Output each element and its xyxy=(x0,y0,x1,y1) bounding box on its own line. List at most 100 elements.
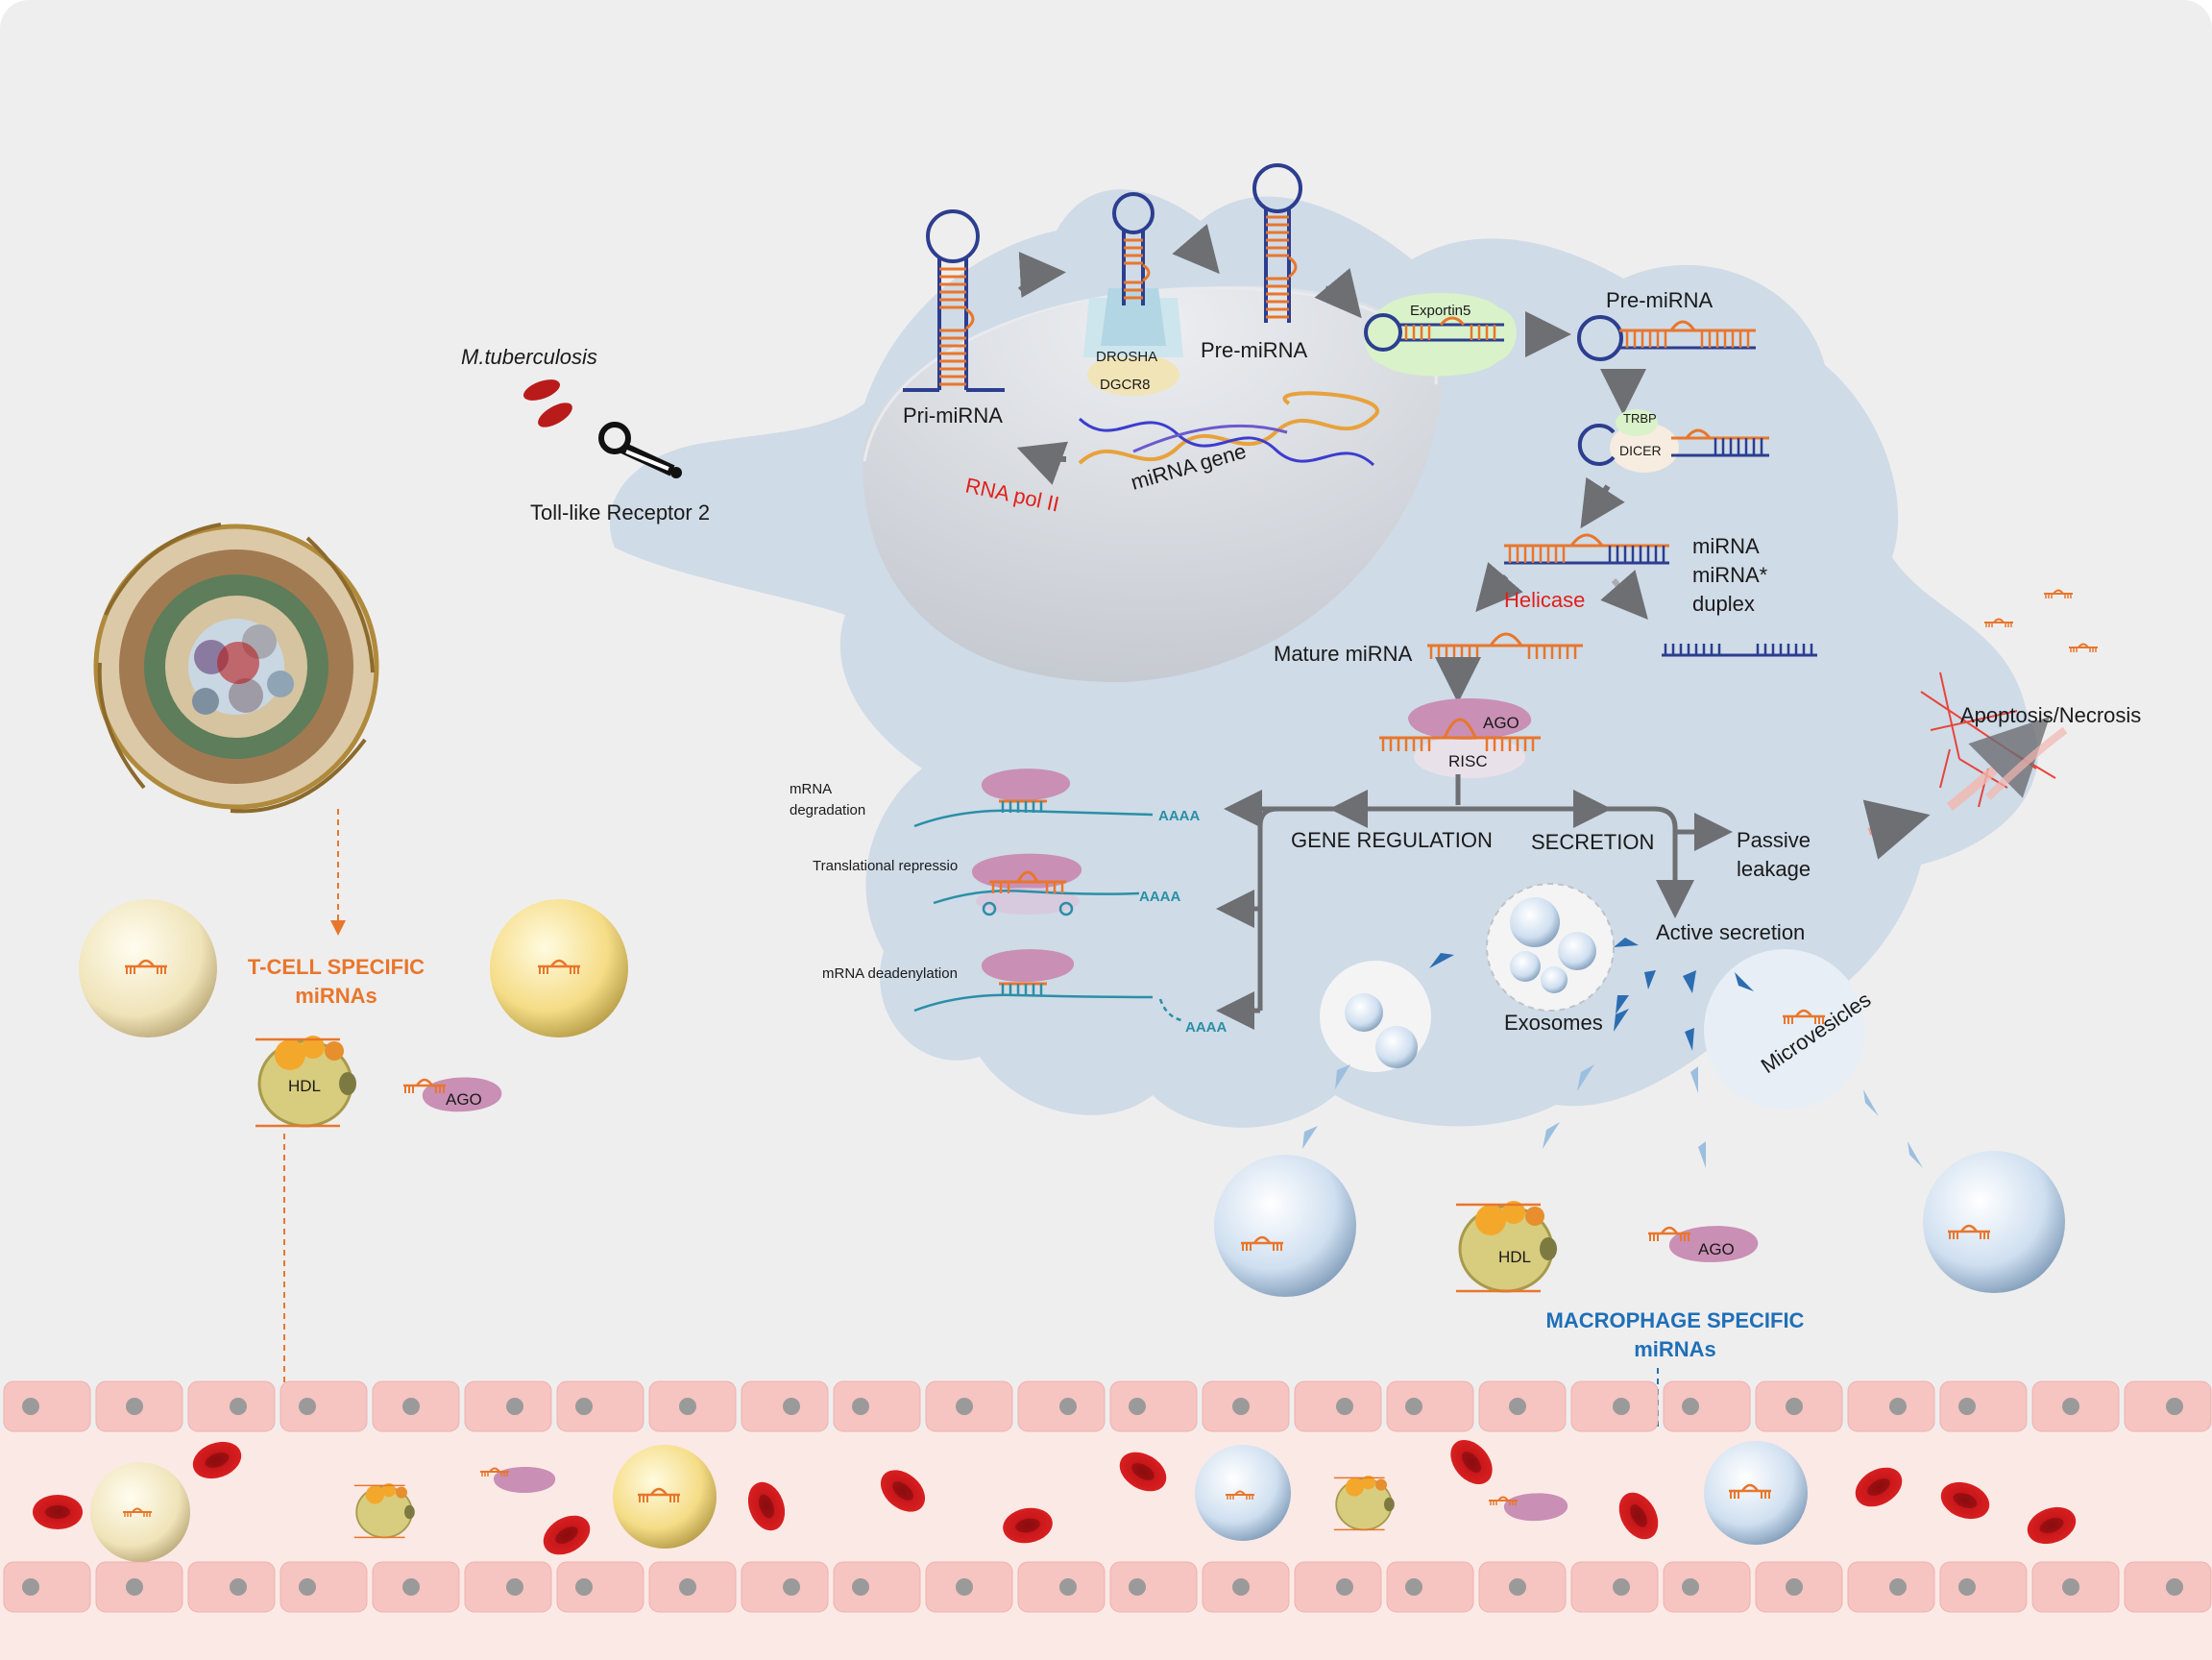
regulation-pathway-arrows xyxy=(1216,774,1733,1030)
endothelium-bottom-nucleus xyxy=(575,1578,593,1596)
duplex-label-3: duplex xyxy=(1692,592,1755,616)
circulating-ago-1 xyxy=(479,1466,556,1494)
endothelium-top-nucleus xyxy=(956,1398,973,1415)
endothelium-bottom-nucleus xyxy=(2166,1578,2183,1596)
translational-repression-illustration xyxy=(933,853,1140,916)
arrow-duplex-to-mature xyxy=(1475,562,1523,613)
ago-bottom xyxy=(1646,1226,1759,1262)
endothelium-top-nucleus xyxy=(575,1398,593,1415)
microvesicle-release xyxy=(1704,949,1865,1111)
endothelium-bottom-cell xyxy=(833,1561,921,1613)
arrow-passive-to-apoptosis xyxy=(1862,799,1931,860)
endothelium-bottom-nucleus xyxy=(679,1578,696,1596)
arrow-dicer-to-duplex xyxy=(1580,476,1625,529)
endothelium-bottom-nucleus xyxy=(1958,1578,1976,1596)
pre-mirna-nucleus-label: Pre-miRNA xyxy=(1201,338,1308,362)
macrophage-specific-title-2: miRNAs xyxy=(1634,1337,1716,1361)
polya-tail-2: AAAA xyxy=(1139,889,1180,905)
polya-tail-1: AAAA xyxy=(1158,808,1200,824)
duplex-label-2: miRNA* xyxy=(1692,563,1768,587)
duplex-label-1: miRNA xyxy=(1692,534,1760,558)
arrow-duplex-to-passenger xyxy=(1600,570,1648,621)
endothelium-top-nucleus xyxy=(852,1398,869,1415)
exosome-release xyxy=(1320,961,1431,1072)
pre-mirna-nucleus-hairpin xyxy=(1252,163,1302,323)
hdl-left-label: HDL xyxy=(288,1077,321,1095)
arrow-drosha-to-pre xyxy=(1172,224,1220,275)
endothelium-bottom-nucleus xyxy=(402,1578,420,1596)
granuloma xyxy=(93,523,379,814)
trbp-label: TRBP xyxy=(1623,411,1657,426)
endothelium-bottom-nucleus xyxy=(2062,1578,2079,1596)
endothelium-bottom-cell xyxy=(1939,1561,2028,1613)
endothelium-top-cell xyxy=(280,1380,368,1432)
dicer-label: DICER xyxy=(1619,443,1662,458)
drosha-dgcr8-complex xyxy=(1083,192,1183,396)
endothelium-top-cell xyxy=(3,1380,91,1432)
endothelium-bottom-nucleus xyxy=(852,1578,869,1596)
tcell-vesicle-right xyxy=(490,899,628,1038)
endothelium-top-cell xyxy=(1663,1380,1751,1432)
dgcr8-label: DGCR8 xyxy=(1100,377,1151,393)
endothelium-top-nucleus xyxy=(126,1398,143,1415)
active-secretion-arrows xyxy=(1429,938,1754,1051)
pre-mirna-cytoplasm xyxy=(1577,315,1756,361)
endothelium-bottom-nucleus xyxy=(1129,1578,1146,1596)
endothelium-top-nucleus xyxy=(1889,1398,1907,1415)
exportin5-label: Exportin5 xyxy=(1410,303,1471,319)
endothelium-top-cell xyxy=(833,1380,921,1432)
exosome-cluster xyxy=(1486,883,1615,1012)
macrophage-vesicle-left xyxy=(1214,1155,1356,1297)
passenger-strand xyxy=(1662,644,1817,657)
circulating-macrophage-vesicle-1 xyxy=(1195,1445,1291,1541)
endothelium-top-nucleus xyxy=(1405,1398,1422,1415)
translational-repression-label: Translational repressio xyxy=(813,858,958,874)
endothelium-bottom-nucleus xyxy=(783,1578,800,1596)
dicer-complex xyxy=(1577,409,1769,473)
active-secretion-label: Active secretion xyxy=(1656,920,1805,944)
mature-mirna-label: Mature miRNA xyxy=(1274,642,1413,666)
endothelium-top-nucleus xyxy=(22,1398,39,1415)
endothelium-top-cell xyxy=(1109,1380,1198,1432)
ago-bottom-label: AGO xyxy=(1698,1240,1735,1258)
circulating-tcell-vesicle-2 xyxy=(613,1445,717,1549)
endothelium-top-cell xyxy=(556,1380,644,1432)
mirna-duplex xyxy=(1504,533,1669,565)
endothelium-bottom-nucleus xyxy=(1336,1578,1353,1596)
tcell-specific-title-1: T-CELL SPECIFIC xyxy=(248,955,425,979)
drosha-label: DROSHA xyxy=(1096,349,1157,365)
endothelium-top-nucleus xyxy=(2166,1398,2183,1415)
endothelium-top-nucleus xyxy=(1613,1398,1630,1415)
endothelium-top-nucleus xyxy=(679,1398,696,1415)
endothelium-top-nucleus xyxy=(1129,1398,1146,1415)
hdl-bottom-label: HDL xyxy=(1498,1248,1531,1266)
secretion-label: SECRETION xyxy=(1531,830,1654,854)
endothelium-bottom-nucleus xyxy=(506,1578,523,1596)
endothelium-top-nucleus xyxy=(1232,1398,1250,1415)
endothelium-bottom-cell xyxy=(3,1561,91,1613)
endothelium-bottom-nucleus xyxy=(1405,1578,1422,1596)
m-tuberculosis-label: M.tuberculosis xyxy=(461,345,597,369)
ago-left xyxy=(401,1077,502,1112)
ago-left-label: AGO xyxy=(446,1090,482,1109)
endothelium-top-nucleus xyxy=(1059,1398,1077,1415)
mrna-degradation-label-2: degradation xyxy=(790,802,865,818)
mature-mirna xyxy=(1427,632,1583,659)
gene-regulation-label: GENE REGULATION xyxy=(1291,828,1493,852)
endothelium-bottom-cell xyxy=(556,1561,644,1613)
blood-vessel-lumen xyxy=(0,1429,2212,1660)
endothelium-top-cell xyxy=(1939,1380,2028,1432)
mirna-gene-dna xyxy=(1078,391,1379,467)
passive-label-1: Passive xyxy=(1737,828,1811,852)
mrna-deadenylation-label: mRNA deadenylation xyxy=(822,965,958,982)
endothelium-bottom-nucleus xyxy=(1232,1578,1250,1596)
secretion-release-arrows xyxy=(1302,1064,1923,1168)
tcell-vesicle-left xyxy=(79,899,217,1038)
toll-like-receptor-icon xyxy=(598,422,682,478)
circulating-ago-2 xyxy=(1488,1493,1568,1522)
endothelium-top-nucleus xyxy=(1509,1398,1526,1415)
pri-mirna-hairpin xyxy=(903,209,1005,392)
apoptosis-label: Apoptosis/Necrosis xyxy=(1960,703,2141,727)
macrophage-vesicle-right xyxy=(1923,1151,2065,1293)
